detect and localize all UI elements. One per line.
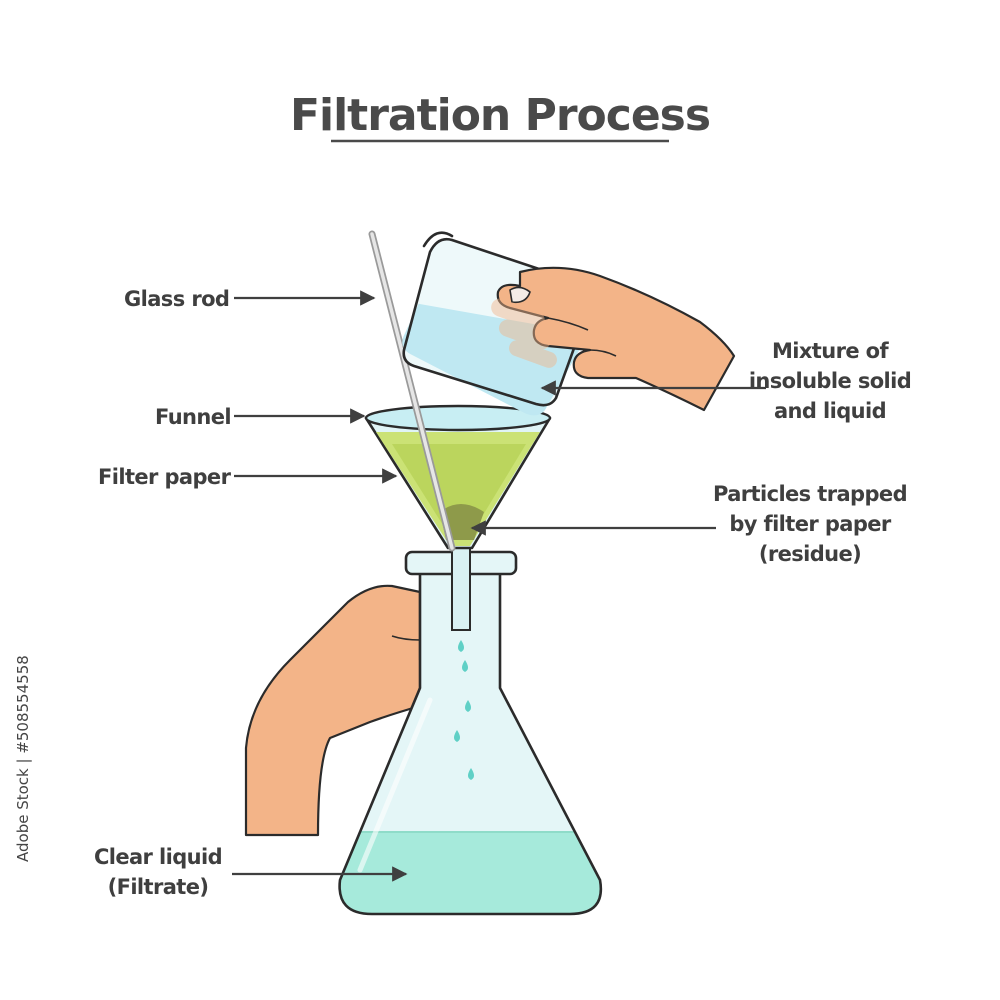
fingers-behind-glass bbox=[491, 298, 557, 368]
conical-flask bbox=[338, 550, 603, 916]
page-title: Filtration Process bbox=[290, 90, 710, 141]
label-arrows bbox=[232, 290, 766, 882]
label-mixture-line2: insoluble solid bbox=[749, 369, 911, 393]
funnel-stem bbox=[451, 539, 471, 631]
label-mixture-line1: Mixture of bbox=[772, 339, 890, 363]
label-particles-line1: Particles trapped bbox=[713, 482, 907, 506]
glass-rod bbox=[368, 230, 456, 552]
label-particles-line3: (residue) bbox=[759, 542, 861, 566]
right-hand bbox=[496, 266, 736, 412]
side-credit: Adobe Stock | #508554558 bbox=[14, 655, 32, 862]
label-glass-rod: Glass rod bbox=[124, 287, 229, 311]
funnel bbox=[364, 404, 552, 550]
label-funnel: Funnel bbox=[155, 405, 231, 429]
filtrate-liquid bbox=[339, 832, 601, 914]
filtrate-drops bbox=[454, 640, 474, 780]
label-filter-paper: Filter paper bbox=[98, 465, 232, 489]
label-particles-line2: by filter paper bbox=[729, 512, 892, 536]
label-filtrate-line1: Clear liquid bbox=[94, 845, 222, 869]
label-mixture-line3: and liquid bbox=[774, 399, 886, 423]
label-filtrate-line2: (Filtrate) bbox=[108, 875, 209, 899]
